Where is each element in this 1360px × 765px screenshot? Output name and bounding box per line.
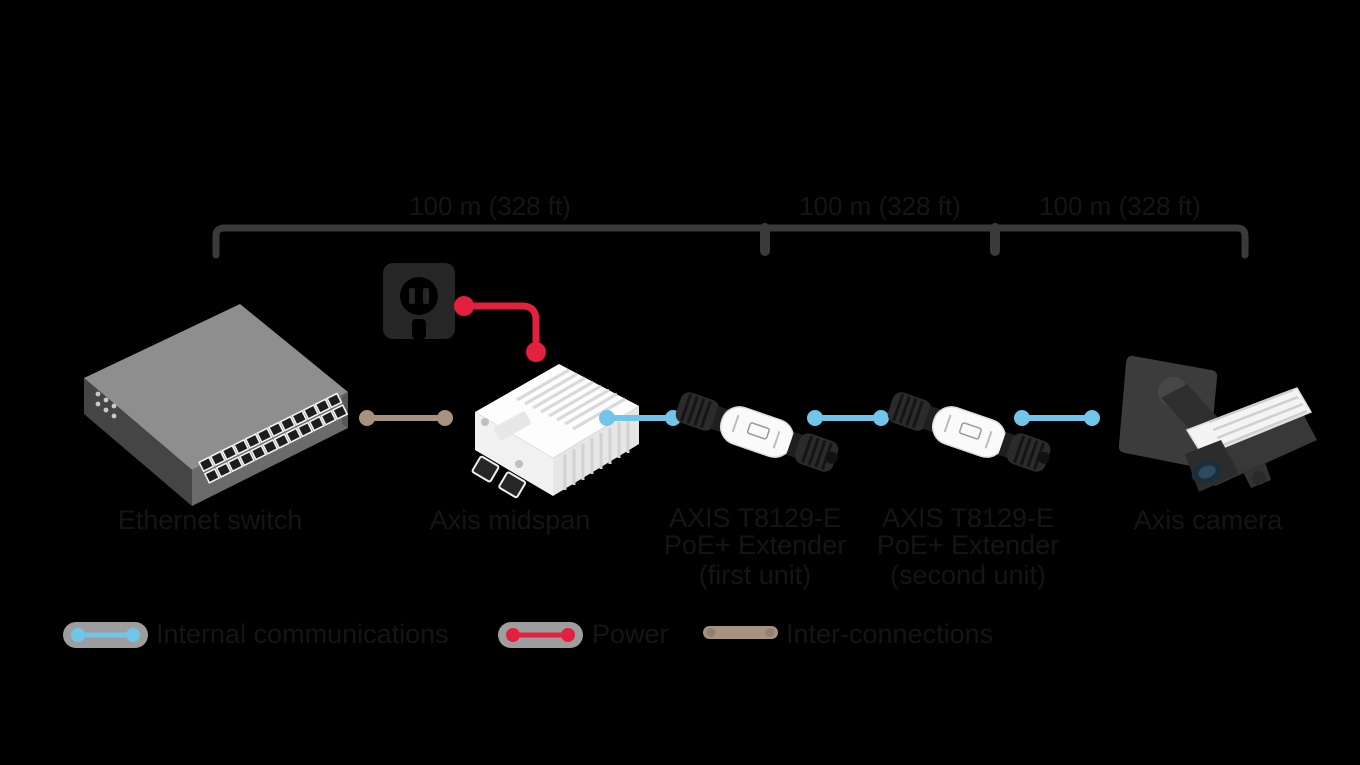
poe-extender-2-illustration xyxy=(887,392,1051,472)
legend-swatch-inter-connections xyxy=(703,626,778,639)
switch-label: Ethernet switch xyxy=(117,505,303,535)
legend-swatch-power xyxy=(498,622,583,648)
distance-label-3: 100 m (328 ft) xyxy=(1039,191,1201,221)
extender2-label-line3: (second unit) xyxy=(889,560,1047,590)
extender2-label-line1: AXIS T8129-E xyxy=(881,503,1055,533)
legend-swatch-internal-communications xyxy=(63,622,148,648)
tan-connector-line xyxy=(359,410,453,426)
blue-connector-line-swatch xyxy=(71,628,140,642)
legend-label-inter-connections: Inter-connections xyxy=(786,619,994,649)
midspan-vents-top xyxy=(516,368,626,431)
extender1-label-line3: (first unit) xyxy=(698,560,812,590)
switch-led-dots xyxy=(95,391,117,419)
switch-ports xyxy=(198,392,349,484)
camera-illustration xyxy=(1118,355,1317,492)
distance-label-2: 100 m (328 ft) xyxy=(799,191,961,221)
camera-shield-ridges xyxy=(1208,388,1308,448)
power-outlet-icon xyxy=(383,263,455,339)
midspan-illustration xyxy=(471,364,639,499)
legend-label-internal-communications: Internal communications xyxy=(156,619,449,649)
tan-connector-line-swatch xyxy=(706,628,775,637)
ethernet-switch-illustration xyxy=(84,304,349,506)
midspan-ports xyxy=(471,455,527,499)
extender2-label-line2: PoE+ Extender xyxy=(876,530,1060,560)
red-connector-line-swatch xyxy=(506,628,575,642)
midspan-label: Axis midspan xyxy=(429,505,591,535)
midspan-vents-side xyxy=(563,417,630,490)
poe-line-2 xyxy=(807,410,889,426)
distance-label-1: 100 m (328 ft) xyxy=(409,191,571,221)
extender1-label-line1: AXIS T8129-E xyxy=(668,503,842,533)
poe-line-1 xyxy=(599,410,681,426)
poe-line-3 xyxy=(1014,410,1100,426)
camera-label: Axis camera xyxy=(1133,505,1283,535)
power-cable xyxy=(454,296,546,362)
legend-label-power: Power xyxy=(592,619,669,649)
poe-extender-1-illustration xyxy=(675,392,839,472)
extender1-label-line2: PoE+ Extender xyxy=(663,530,847,560)
dimension-bracket xyxy=(212,223,1249,259)
